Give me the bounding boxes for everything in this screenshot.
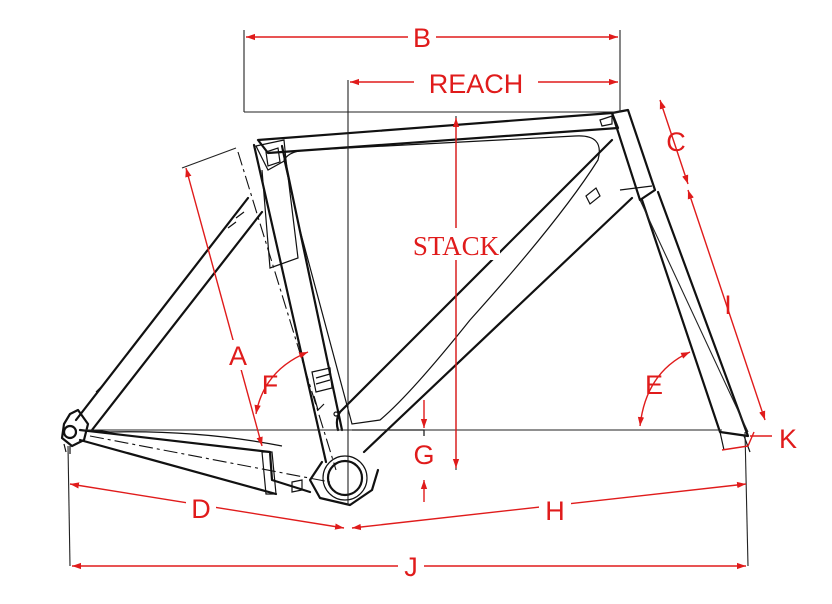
down-tube: [335, 138, 634, 454]
label-h: H: [545, 496, 565, 526]
dim-e-arc: [637, 351, 691, 427]
label-j: J: [404, 552, 418, 582]
head-tube: [610, 108, 657, 202]
label-b: B: [413, 23, 431, 53]
label-reach: REACH: [429, 69, 524, 99]
dim-k-marker: [721, 431, 755, 451]
label-a: A: [229, 341, 247, 371]
dim-i-line: [687, 189, 766, 421]
dimension-labels: B REACH C STACK I A F E G K D H J: [186, 22, 797, 582]
label-stack: STACK: [413, 231, 500, 261]
dimension-lines: [69, 33, 772, 570]
dim-c-line: [659, 99, 689, 185]
label-c: C: [666, 127, 686, 157]
rear-dropout: [60, 408, 90, 454]
bottom-bracket: [326, 459, 364, 497]
top-tube: [256, 111, 620, 155]
dim-f-arc: [254, 351, 309, 415]
label-i: I: [724, 290, 732, 320]
label-k: K: [779, 424, 797, 454]
seat-stay: [74, 196, 264, 432]
dim-a-line: [185, 167, 263, 447]
seat-tube: [252, 143, 344, 464]
label-e: E: [645, 370, 663, 400]
label-f: F: [262, 370, 279, 400]
bike-frame: [60, 108, 751, 507]
label-d: D: [191, 494, 211, 524]
label-g: G: [413, 440, 434, 470]
